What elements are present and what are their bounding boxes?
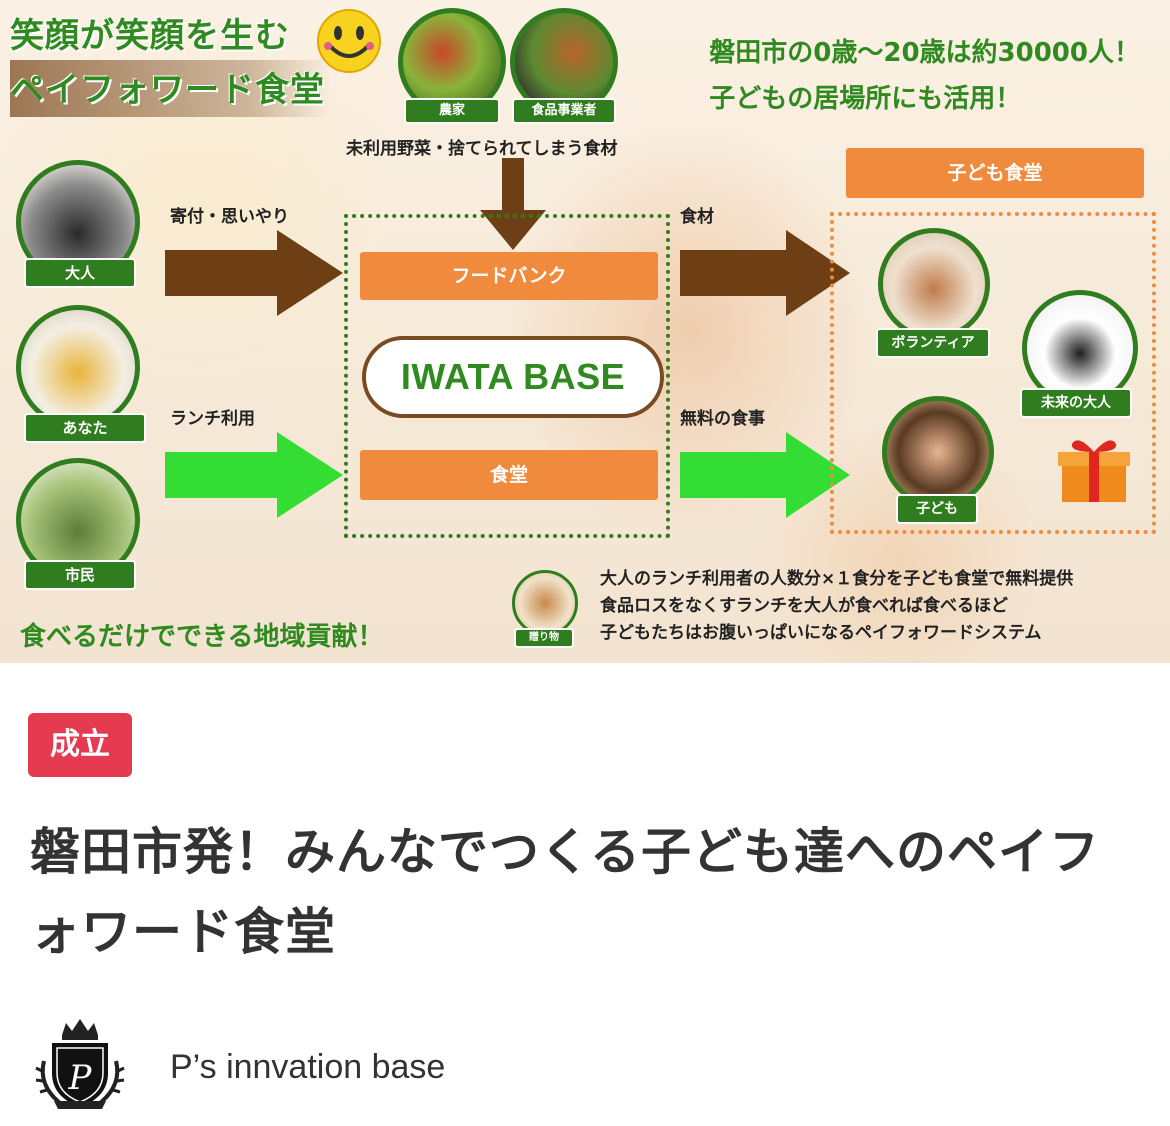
gift-tag: 贈り物: [514, 628, 574, 648]
source-tag-farmer: 農家: [404, 98, 500, 124]
out-bottom-caption: 無料の食事: [680, 409, 765, 429]
banner-description: 大人のランチ利用者の人数分×１食分を子ども食堂で無料提供 食品ロスをなくすランチ…: [600, 566, 1073, 647]
recipient-tag-future-adult: 未来の大人: [1020, 388, 1132, 418]
brown-right-arrow-right: [680, 230, 850, 316]
recipient-tag-volunteer: ボランティア: [876, 328, 990, 358]
banner-description-line1: 大人のランチ利用者の人数分×１食分を子ども食堂で無料提供: [600, 569, 1074, 589]
sources-caption: 未利用野菜・捨てられてしまう食材: [346, 139, 618, 159]
status-badge: 成立: [28, 713, 132, 777]
iwata-base-frame: [344, 214, 670, 538]
kids-cafeteria-bar: 子ども食堂: [846, 148, 1144, 198]
banner-title-line1: 笑顔が笑顔を生む: [10, 16, 290, 56]
recipient-tag-child: 子ども: [896, 494, 978, 524]
cafeteria-bar: 食堂: [360, 450, 658, 500]
project-title[interactable]: 磐田市発！みんなでつくる子ども達へのペイフォワード食堂: [30, 823, 1100, 961]
banner-description-line2: 食品ロスをなくすランチを大人が食べれば食べるほど: [600, 596, 1008, 616]
top-right-line1: 磐田市の0歳〜20歳は約30000人！: [709, 38, 1140, 68]
green-right-arrow-left: [165, 432, 343, 518]
banner-top-right-text: 磐田市の0歳〜20歳は約30000人！ 子どもの居場所にも活用！: [709, 30, 1140, 122]
iwata-base-logo: IWATA BASE: [362, 336, 664, 418]
flow-bottom-caption: ランチ利用: [170, 409, 255, 429]
banner-bottom-slogan: 食べるだけでできる地域貢献！: [20, 622, 384, 652]
flow-top-caption: 寄付・思いやり: [170, 207, 289, 227]
brown-right-arrow-left: [165, 230, 343, 316]
banner-description-line3: 子どもたちはお腹いっぱいになるペイフォワードシステム: [600, 623, 1042, 643]
person-tag-citizen: 市民: [24, 560, 136, 590]
organization-name[interactable]: P’s innvation base: [170, 1048, 446, 1086]
down-arrow-icon: [480, 158, 546, 250]
top-right-line2: 子どもの居場所にも活用！: [709, 84, 1022, 114]
organization-logo-letter: P: [68, 1058, 93, 1098]
organization-logo-icon[interactable]: P: [30, 1015, 130, 1115]
gift-box-icon: [1058, 440, 1130, 502]
future-adult-photo: [1022, 290, 1138, 406]
food-bank-bar: フードバンク: [360, 252, 658, 300]
green-right-arrow-right: [680, 432, 850, 518]
project-banner-image[interactable]: 笑顔が笑顔を生む ペイフォワード食堂 農家 食品事業者 未利用野菜・捨てられてし…: [0, 0, 1170, 663]
source-tag-food-business: 食品事業者: [512, 98, 616, 124]
you-photo: [16, 305, 140, 429]
person-tag-you: あなた: [24, 413, 146, 443]
gift-photo: [512, 570, 578, 636]
volunteer-photo: [878, 228, 990, 340]
child-photo: [882, 396, 994, 508]
smiley-icon: [317, 9, 381, 73]
person-tag-adult: 大人: [24, 258, 136, 288]
kids-cafeteria-frame: [830, 212, 1156, 534]
out-top-caption: 食材: [680, 207, 714, 227]
banner-title-line2: ペイフォワード食堂: [10, 60, 331, 117]
